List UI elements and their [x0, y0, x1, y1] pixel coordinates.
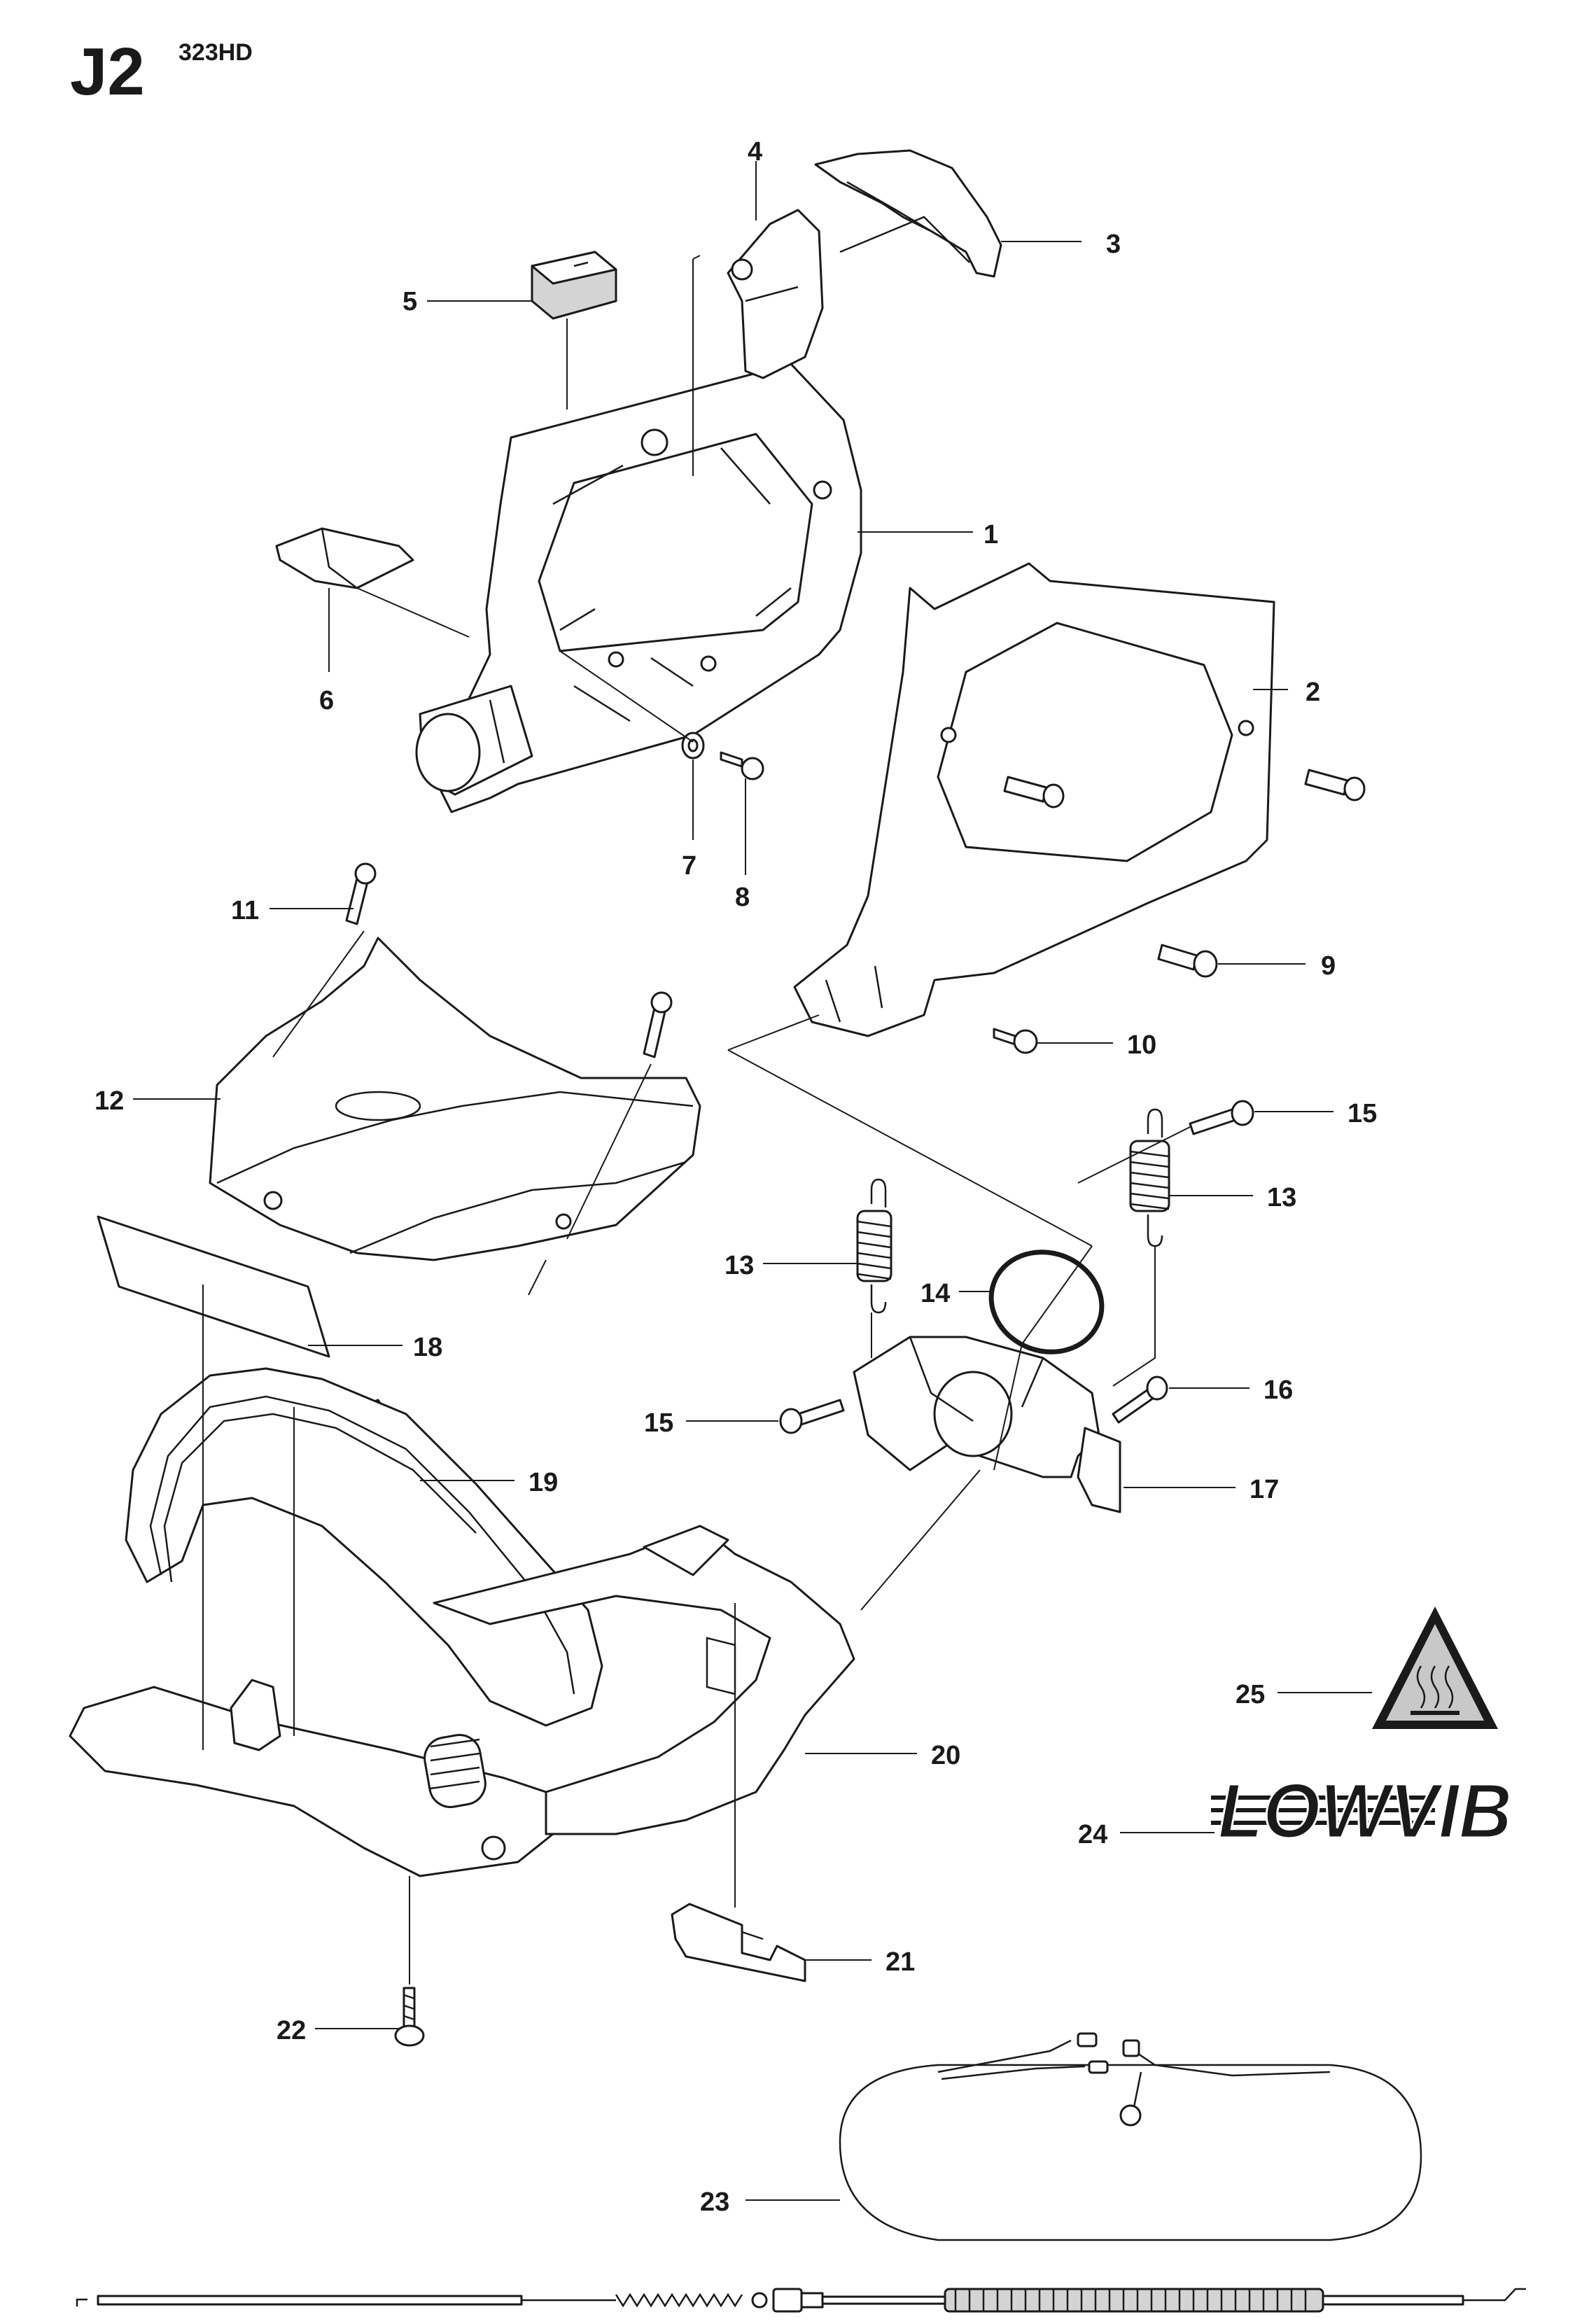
- part-15-screw-left: [779, 1399, 845, 1434]
- callout-15a: 15: [1348, 1099, 1378, 1128]
- callout-4: 4: [748, 137, 763, 167]
- part-14-o-ring: [988, 1250, 1105, 1354]
- part-12-guard-plate: [209, 937, 701, 1261]
- part-11-screw: [345, 862, 377, 925]
- callout-6: 6: [319, 686, 335, 715]
- callout-19: 19: [528, 1468, 559, 1497]
- callout-20: 20: [931, 1741, 961, 1770]
- lowvib-logo-text: LOWVIB: [1218, 1768, 1512, 1854]
- part-21-clip: [671, 1903, 806, 1982]
- part-10-screw: [993, 1028, 1038, 1054]
- callout-24: 24: [1078, 1820, 1108, 1849]
- part-9-screw: [1157, 944, 1218, 978]
- callout-14: 14: [920, 1279, 951, 1308]
- callout-13b: 13: [1267, 1183, 1297, 1212]
- part-5-stop-switch: [531, 251, 617, 320]
- page-code: J2: [70, 34, 145, 109]
- part-13-spring-right: [1129, 1108, 1170, 1247]
- callout-21: 21: [886, 1947, 916, 1977]
- callout-25: 25: [1236, 1680, 1266, 1709]
- part-13-spring-left: [856, 1178, 892, 1314]
- callout-12: 12: [94, 1086, 125, 1116]
- model-name: 323HD: [178, 39, 253, 66]
- callout-11: 11: [231, 896, 260, 925]
- part-25-hot-surface-warning: [1372, 1606, 1498, 1729]
- callout-5: 5: [402, 287, 418, 316]
- callout-18: 18: [413, 1333, 443, 1362]
- part-1-handle-housing: [415, 363, 862, 813]
- part-15-screw-top: [1189, 1100, 1254, 1135]
- callout-13a: 13: [724, 1251, 755, 1280]
- part-23-cable-harness: [839, 2032, 1422, 2241]
- part-2-screws: [1003, 769, 1366, 808]
- part-17-handle-bracket: [853, 1336, 1121, 1513]
- callout-9: 9: [1321, 951, 1336, 981]
- callout-16: 16: [1264, 1376, 1294, 1405]
- part-16-screw: [1112, 1376, 1168, 1424]
- part-3-throttle-lever: [814, 149, 1002, 278]
- part-24-lowvib-decal: LOWVIB: [1211, 1768, 1513, 1856]
- callout-2: 2: [1306, 678, 1321, 707]
- part-20-front-handle: [69, 1367, 855, 1877]
- part-4-throttle-trigger: [727, 209, 824, 379]
- part-6-clip: [275, 527, 414, 589]
- callout-3: 3: [1106, 230, 1121, 259]
- part-22-screw: [394, 1987, 425, 2047]
- callout-8: 8: [735, 883, 750, 912]
- callout-15b: 15: [644, 1408, 674, 1438]
- callout-1: 1: [983, 520, 999, 550]
- leader-lines: [133, 161, 1372, 2201]
- callout-17: 17: [1250, 1475, 1280, 1504]
- callout-7: 7: [682, 851, 697, 881]
- callout-22: 22: [276, 2016, 307, 2045]
- callout-10: 10: [1127, 1030, 1157, 1060]
- part-18-label-sheet: [97, 1215, 330, 1358]
- throttle-cable: [76, 2288, 1526, 2313]
- part-8-screw: [720, 751, 764, 780]
- callout-23: 23: [700, 2188, 730, 2217]
